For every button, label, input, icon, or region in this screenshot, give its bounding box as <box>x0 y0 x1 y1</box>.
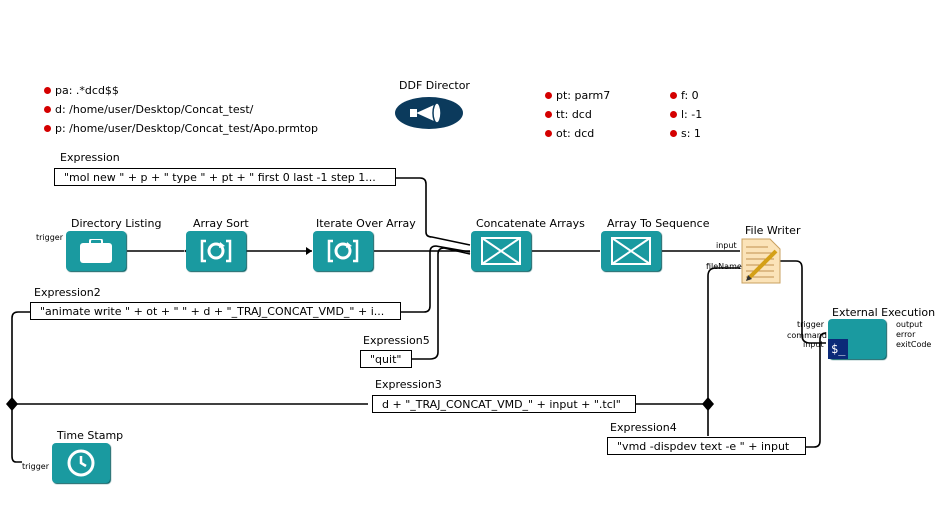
time-stamp-title: Time Stamp <box>57 429 124 442</box>
file-writer-title: File Writer <box>745 224 801 237</box>
expression4-value: "vmd -dispdev text -e " + input <box>617 440 790 453</box>
bowtie-icon <box>611 237 651 265</box>
director-label: DDF Director <box>399 79 470 92</box>
time-stamp-port-trigger: trigger <box>22 462 50 471</box>
param-dot-icon <box>670 91 677 99</box>
expression2-box[interactable]: "animate write " + ot + " " + d + "_TRAJ… <box>30 302 401 320</box>
directory-listing-port-trigger: trigger <box>36 233 64 242</box>
wire-writer-exec <box>780 260 826 344</box>
loop-icon <box>327 239 359 263</box>
loop-icon <box>200 239 232 263</box>
directory-listing-actor[interactable] <box>66 231 126 271</box>
exec-port-command: command <box>787 331 827 340</box>
param-l[interactable]: l: -1 <box>670 108 702 121</box>
param-dot-icon <box>545 91 552 99</box>
concatenate-arrays-actor[interactable] <box>471 231 531 271</box>
wire-expr4-exec <box>806 332 827 448</box>
file-writer-port-input: input <box>716 241 737 250</box>
param-dot-icon <box>44 105 51 113</box>
expression-value: "mol new " + p + " type " + pt + " first… <box>64 171 376 184</box>
file-writer-port-filename: fileName <box>706 262 742 271</box>
terminal-icon: $_ <box>828 339 848 359</box>
time-stamp-actor[interactable] <box>52 443 110 483</box>
array-sort-title: Array Sort <box>193 217 249 230</box>
expression3-box[interactable]: d + "_TRAJ_CONCAT_VMD_" + input + ".tcl" <box>372 395 636 413</box>
directory-listing-title: Directory Listing <box>71 217 162 230</box>
param-tt[interactable]: tt: dcd <box>545 108 592 121</box>
param-dot-icon <box>44 124 51 132</box>
iterate-over-array-title: Iterate Over Array <box>316 217 416 230</box>
wire-expr2-concat <box>401 245 471 313</box>
expression5-title: Expression5 <box>363 334 430 347</box>
wire-expr5-concat <box>412 247 471 360</box>
external-execution-title: External Execution <box>832 306 936 319</box>
concatenate-arrays-title: Concatenate Arrays <box>476 217 585 230</box>
param-dot-icon <box>670 129 677 137</box>
expression3-value: d + "_TRAJ_CONCAT_VMD_" + input + ".tcl" <box>382 398 621 411</box>
wire-expr-concat <box>395 177 471 246</box>
expression2-value: "animate write " + ot + " " + d + "_TRAJ… <box>40 305 385 318</box>
exec-port-error: error <box>896 330 916 339</box>
wire-relation-filename <box>707 267 740 404</box>
array-to-sequence-actor[interactable] <box>601 231 661 271</box>
param-s[interactable]: s: 1 <box>670 127 701 140</box>
expression2-title: Expression2 <box>34 286 101 299</box>
expression-title: Expression <box>60 151 120 164</box>
param-pt[interactable]: pt: parm7 <box>545 89 610 102</box>
iterate-over-array-actor[interactable] <box>313 231 373 271</box>
expression4-title: Expression4 <box>610 421 677 434</box>
document-pen-icon[interactable] <box>740 237 782 285</box>
expression5-box[interactable]: "quit" <box>360 350 412 368</box>
clock-icon <box>67 449 95 477</box>
svg-text:$_: $_ <box>831 342 846 356</box>
param-dot-icon <box>670 110 677 118</box>
exec-port-exitcode: exitCode <box>896 340 932 349</box>
param-dot-icon <box>44 86 51 94</box>
folder-icon <box>80 239 112 263</box>
wire-timestamp-relation <box>11 311 30 463</box>
param-pa[interactable]: pa: .*dcd$$ <box>44 84 119 97</box>
param-dot-icon <box>545 110 552 118</box>
param-dot-icon <box>545 129 552 137</box>
bowtie-icon <box>481 237 521 265</box>
external-execution-actor[interactable]: $_ <box>828 319 886 359</box>
param-f[interactable]: f: 0 <box>670 89 699 102</box>
exec-port-output: output <box>896 320 923 329</box>
exec-port-trigger: trigger <box>797 320 825 329</box>
relation-diamond-right <box>702 397 714 411</box>
relation-diamond-left <box>6 397 18 411</box>
param-d[interactable]: d: /home/user/Desktop/Concat_test/ <box>44 103 253 116</box>
expression5-value: "quit" <box>370 353 402 366</box>
expression3-title: Expression3 <box>375 378 442 391</box>
array-to-sequence-title: Array To Sequence <box>607 217 710 230</box>
exec-port-input: input <box>803 340 824 349</box>
expression4-box[interactable]: "vmd -dispdev text -e " + input <box>607 437 806 455</box>
director-megaphone-icon[interactable] <box>393 95 465 131</box>
array-sort-actor[interactable] <box>186 231 246 271</box>
expression-box[interactable]: "mol new " + p + " type " + pt + " first… <box>54 168 396 186</box>
param-p[interactable]: p: /home/user/Desktop/Concat_test/Apo.pr… <box>44 122 318 135</box>
param-ot[interactable]: ot: dcd <box>545 127 594 140</box>
